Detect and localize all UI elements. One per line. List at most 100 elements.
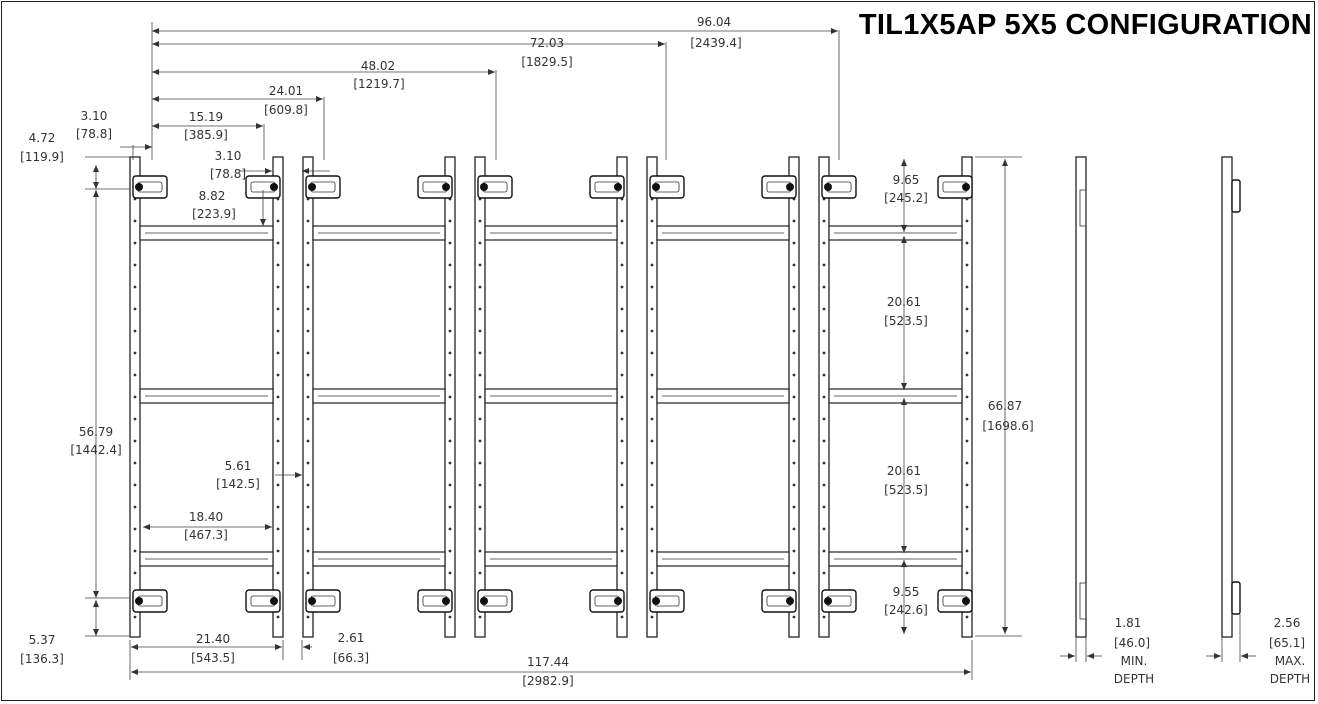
rail-hole <box>792 483 796 487</box>
rail-hole <box>965 395 969 399</box>
dim-20-61-a-mm: [523.5] <box>884 314 928 328</box>
dim-96-04-mm: [2439.4] <box>690 36 741 50</box>
wall-bracket <box>821 175 857 199</box>
rail-hole <box>448 307 452 311</box>
mount-structure <box>129 156 973 638</box>
dim-56-79-in: 56.79 <box>79 425 113 439</box>
wall-bracket <box>305 589 341 613</box>
rail-hole <box>650 527 654 531</box>
rail-hole <box>822 263 826 267</box>
rail-hole <box>620 483 624 487</box>
rail-hole <box>965 461 969 465</box>
rail-hole <box>306 483 310 487</box>
dim-9-55-in: 9.55 <box>893 585 920 599</box>
rail-hole <box>448 505 452 509</box>
rail-hole <box>448 571 452 575</box>
rail-hole <box>650 351 654 355</box>
dim-15-19-mm: [385.9] <box>184 128 228 142</box>
wall-bracket <box>477 589 513 613</box>
rail-hole <box>822 549 826 553</box>
rail-hole <box>620 615 624 619</box>
rail-hole <box>448 615 452 619</box>
rail-hole <box>620 241 624 245</box>
bracket-bolt <box>270 183 278 191</box>
rail-hole <box>478 373 482 377</box>
rail-hole <box>133 439 137 443</box>
rail-hole <box>822 417 826 421</box>
dim-5-37-mm: [136.3] <box>20 652 64 666</box>
rail-hole <box>620 395 624 399</box>
rail-hole <box>133 373 137 377</box>
rail-hole <box>650 241 654 245</box>
rail-hole <box>650 549 654 553</box>
rail-hole <box>620 373 624 377</box>
side-view-max-depth <box>1221 156 1241 638</box>
rail-hole <box>965 571 969 575</box>
bracket-bolt <box>786 183 794 191</box>
wall-bracket <box>132 589 168 613</box>
rail-hole <box>650 329 654 333</box>
bracket-bolt <box>270 597 278 605</box>
rail-hole <box>133 395 137 399</box>
rail-hole <box>620 549 624 553</box>
rail-hole <box>306 549 310 553</box>
rail-hole <box>133 219 137 223</box>
rail-hole <box>620 351 624 355</box>
bracket-bolt <box>442 183 450 191</box>
rail-hole <box>478 417 482 421</box>
rail-hole <box>306 219 310 223</box>
bracket-bolt <box>135 597 143 605</box>
rail-hole <box>306 461 310 465</box>
rail-hole <box>306 395 310 399</box>
rail-hole <box>650 615 654 619</box>
wall-bracket <box>937 175 973 199</box>
rail-hole <box>306 263 310 267</box>
rail-hole <box>478 549 482 553</box>
rail-hole <box>650 439 654 443</box>
rail-hole <box>822 615 826 619</box>
wall-bracket <box>589 175 625 199</box>
rail-hole <box>650 307 654 311</box>
rail-hole <box>792 263 796 267</box>
rail-hole <box>276 263 280 267</box>
bracket-bolt <box>652 183 660 191</box>
dim-min-depth-label2: DEPTH <box>1114 672 1154 686</box>
rail-hole <box>965 417 969 421</box>
dim-48-02-mm: [1219.7] <box>353 77 404 91</box>
rail-hole <box>133 417 137 421</box>
rail-hole <box>276 527 280 531</box>
dim-max-depth-mm: [65.1] <box>1269 636 1305 650</box>
rail-hole <box>620 219 624 223</box>
wall-bracket <box>649 589 685 613</box>
rail-hole <box>620 307 624 311</box>
rail-hole <box>965 549 969 553</box>
rail-hole <box>792 417 796 421</box>
rail-hole <box>133 263 137 267</box>
wall-bracket <box>821 589 857 613</box>
dim-4-72-in: 4.72 <box>29 131 56 145</box>
rail-hole <box>650 285 654 289</box>
rail-hole <box>822 285 826 289</box>
dim-min-depth-mm: [46.0] <box>1114 636 1150 650</box>
dim-20-61-b-in: 20.61 <box>887 464 921 478</box>
rail-hole <box>792 307 796 311</box>
drawing-title: TIL1X5AP 5X5 CONFIGURATION <box>858 9 1312 41</box>
rail-hole <box>478 527 482 531</box>
dim-5-37-in: 5.37 <box>29 633 56 647</box>
dim-56-79-mm: [1442.4] <box>70 443 121 457</box>
dim-8-82-mm: [223.9] <box>192 207 236 221</box>
rail-hole <box>822 483 826 487</box>
bracket-bolt <box>962 183 970 191</box>
rail-hole <box>792 527 796 531</box>
rail-hole <box>650 483 654 487</box>
dimension-lines: 96.04 [2439.4] 72.03 [1829.5] 48.02 [121… <box>20 15 1310 688</box>
rail-hole <box>133 483 137 487</box>
rail-hole <box>965 241 969 245</box>
rail-hole <box>306 351 310 355</box>
bracket-bolt <box>962 597 970 605</box>
dim-8-82-in: 8.82 <box>199 189 226 203</box>
wall-bracket <box>649 175 685 199</box>
wall-bracket <box>132 175 168 199</box>
rail-hole <box>478 461 482 465</box>
rail-hole <box>822 219 826 223</box>
